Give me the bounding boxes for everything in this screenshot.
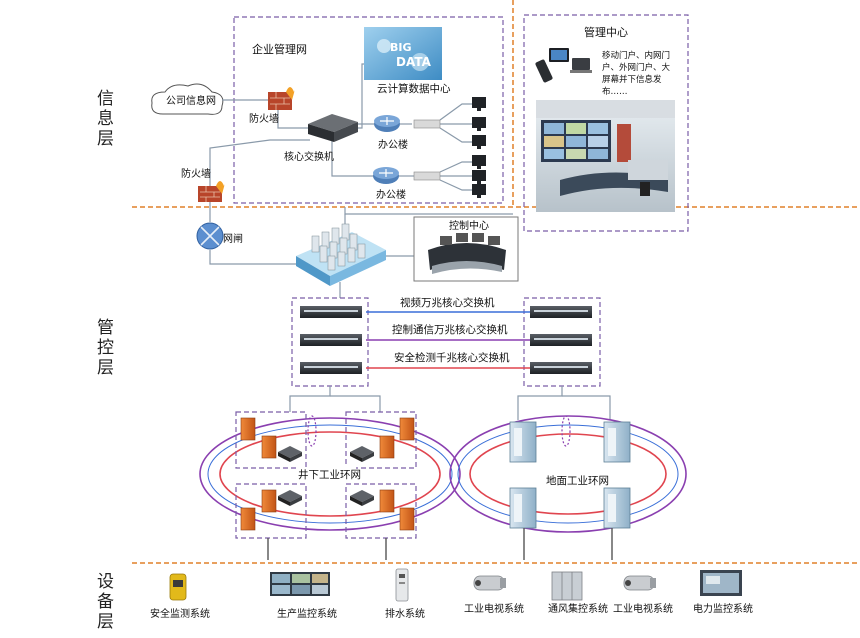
info-layer-label: 信 息 层 <box>97 89 114 149</box>
access-switch-b <box>413 171 441 181</box>
server-cluster-icon <box>296 223 386 286</box>
control-center-box <box>413 216 519 282</box>
surface-ring-label-bg <box>544 473 604 487</box>
svg-text:备: 备 <box>97 592 114 612</box>
device-layer-label: 设 备 层 <box>97 572 114 632</box>
svg-text:布……: 布…… <box>602 86 628 97</box>
svg-text:BIG: BIG <box>390 41 412 54</box>
enterprise-net-box <box>233 16 504 204</box>
svg-text:信: 信 <box>97 89 114 109</box>
management-center-title: 管理中心 <box>584 25 628 39</box>
device-label-safety: 安全监测系统 <box>150 607 210 620</box>
drainage-icon <box>395 568 409 602</box>
device-label-ventilation: 通风集控系统 <box>548 602 608 615</box>
gateway-icon <box>196 222 224 250</box>
svg-text:管: 管 <box>97 318 114 338</box>
public-net-cloud-icon <box>151 83 224 115</box>
control-comm-switch-label: 控制通信万兆核心交换机 <box>392 323 508 336</box>
ug-group-br <box>345 483 417 539</box>
device-label-production: 生产监控系统 <box>277 607 337 620</box>
core-switch-rack-icons <box>300 306 592 374</box>
device-label-tv-1: 工业电视系统 <box>464 602 524 615</box>
surface-cabinet-icon <box>509 421 631 529</box>
power-monitor-icon <box>700 570 742 596</box>
explosion-proof-box-icon <box>240 417 415 531</box>
core-switch-label: 核心交换机 <box>284 150 334 163</box>
svg-text:控: 控 <box>97 338 114 358</box>
video-switch-label: 视频万兆核心交换机 <box>400 296 495 309</box>
ring-uplinks <box>289 386 611 420</box>
svg-text:设: 设 <box>97 572 114 592</box>
svg-text:层: 层 <box>97 612 114 632</box>
access-switch-a <box>413 119 441 129</box>
ug-group-bl <box>235 483 307 539</box>
ring-switch-icon <box>278 446 374 506</box>
svg-text:层: 层 <box>97 358 114 378</box>
underground-ring-label-bg <box>296 467 356 481</box>
control-room-photo <box>536 100 675 212</box>
firewall-top-icon <box>268 87 295 110</box>
control-layer-label: 管 控 层 <box>97 318 114 378</box>
ug-group-tr <box>345 411 417 469</box>
mobile-devices-icon <box>535 48 592 83</box>
device-label-power: 电力监控系统 <box>693 602 753 615</box>
cloud-data-center: BIG DATA <box>364 27 442 80</box>
ug-group-tl <box>235 411 307 469</box>
device-label-drainage: 排水系统 <box>385 607 425 620</box>
office-b-label: 办公楼 <box>376 188 406 201</box>
enterprise-net-label: 企业管理网 <box>252 42 307 56</box>
device-label-tv-2: 工业电视系统 <box>613 602 673 615</box>
firewall-bottom-icon <box>198 181 225 202</box>
camera-icon <box>473 575 506 591</box>
control-center-label: 控制中心 <box>449 219 489 232</box>
pc-icon <box>472 97 486 198</box>
office-a-label: 办公楼 <box>378 138 408 151</box>
public-net-label: 公司信息网 <box>166 94 216 107</box>
ventilation-cabinet-icon <box>551 571 583 601</box>
safety-check-switch-label: 安全检测千兆核心交换机 <box>394 351 510 364</box>
firewall-bottom-label: 防火墙 <box>181 167 211 180</box>
svg-text:户、外网门户、大: 户、外网门户、大 <box>602 62 671 73</box>
svg-text:息: 息 <box>97 109 114 129</box>
production-monitor-icon <box>270 572 330 596</box>
device-drop-lines <box>267 528 613 560</box>
svg-text:移动门户、内网门: 移动门户、内网门 <box>602 50 670 61</box>
firewall-top-label: 防火墙 <box>249 112 279 125</box>
cloud-center-label: 云计算数据中心 <box>377 82 451 95</box>
underground-ring-label: 井下工业环网 <box>298 468 361 481</box>
office-router-b-icon <box>373 167 399 184</box>
safety-monitor-icon <box>169 573 187 601</box>
office-router-a-icon <box>374 115 400 132</box>
svg-text:屏幕并下信息发: 屏幕并下信息发 <box>602 74 662 85</box>
surface-ring <box>449 415 687 533</box>
camera-icon <box>623 575 656 591</box>
gateway-label: 网闸 <box>223 232 243 245</box>
svg-text:DATA: DATA <box>396 55 432 69</box>
surface-ring-label: 地面工业环网 <box>546 474 609 487</box>
management-center-box <box>523 14 689 232</box>
control-console-icon <box>428 233 506 274</box>
management-center-desc: 移动门户、内网门 户、外网门户、大 屏幕并下信息发 布…… <box>602 50 671 97</box>
management-center-title-bg <box>580 23 636 40</box>
svg-text:层: 层 <box>97 129 114 149</box>
core-switch-icon <box>308 114 358 142</box>
underground-ring <box>199 415 461 531</box>
core-switch-links <box>366 311 530 369</box>
